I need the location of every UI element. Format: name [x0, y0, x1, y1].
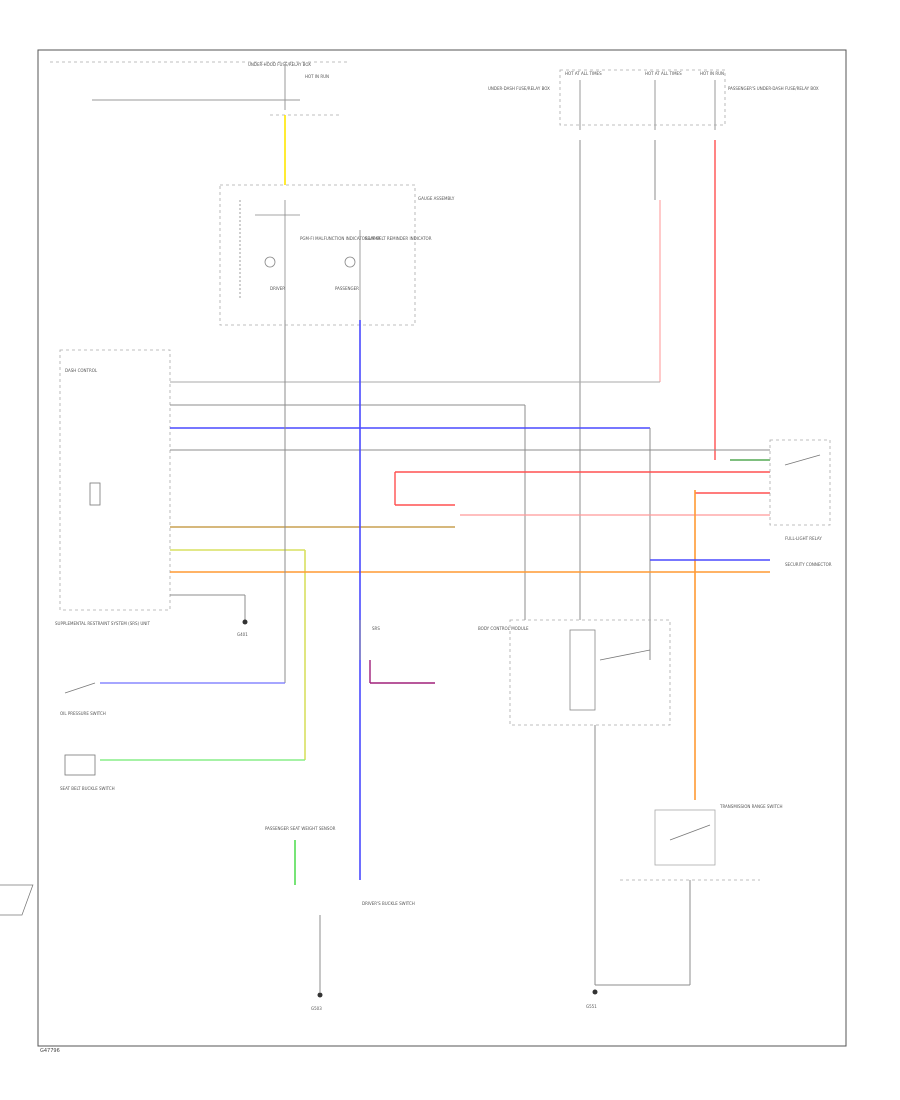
switch-lower-left-2	[64, 754, 96, 776]
diagram-frame	[37, 49, 847, 1047]
switch-lower-left-1	[64, 682, 96, 694]
label-bcm: BODY CONTROL MODULE	[478, 626, 529, 631]
trans-switch-arm	[669, 824, 711, 841]
label-gnd-mid: G503	[311, 1006, 322, 1011]
label-security-connector: SECURITY CONNECTOR	[785, 562, 832, 567]
lamp-passenger	[344, 256, 356, 268]
label-passenger-sensor: PASSENGER SEAT WEIGHT SENSOR	[265, 826, 336, 831]
ground-right	[592, 989, 598, 995]
label-gnd-left: G401	[237, 632, 248, 637]
footer-code: G47796	[40, 1048, 60, 1054]
seat-sensor-body	[0, 884, 34, 916]
ground-dash	[242, 619, 248, 625]
bcm-box	[509, 619, 671, 726]
label-passenger: PASSENGER	[335, 286, 359, 291]
trans-switch-box	[654, 809, 716, 866]
ground-mid	[317, 992, 323, 998]
label-srs-on: SRS	[372, 626, 380, 631]
label-buckle-sw: SEAT BELT BUCKLE SWITCH	[60, 786, 115, 791]
label-fuse-top: UNDER-HOOD FUSE/RELAY BOX	[248, 62, 311, 67]
label-srs-unit-full: SUPPLEMENTAL RESTRAINT SYSTEM (SRS) UNIT	[55, 621, 150, 626]
label-fuse-r1: HOT AT ALL TIMES	[565, 71, 602, 76]
label-gnd-right: G551	[586, 1004, 597, 1009]
bcm-inner	[569, 629, 596, 711]
lamp-driver	[264, 256, 276, 268]
label-driver-buckle: DRIVER'S BUCKLE SWITCH	[362, 901, 415, 906]
label-oil-pressure: OIL PRESSURE SWITCH	[60, 711, 106, 716]
right-switch-arm	[784, 454, 821, 466]
label-fuse-r1-desc: UNDER-DASH FUSE/RELAY BOX	[488, 86, 550, 91]
label-hot-in-run: HOT IN RUN	[305, 74, 329, 79]
label-fuse-r2: HOT AT ALL TIMES	[645, 71, 682, 76]
dash-control-box	[59, 349, 171, 611]
label-dash-control: DASH CONTROL	[65, 368, 98, 373]
label-indicator: PGM-FI MALFUNCTION INDICATOR LAMP	[300, 236, 380, 241]
gauge-assembly-box	[219, 184, 416, 326]
sensor-box	[89, 482, 101, 506]
label-gauge-assembly: GAUGE ASSEMBLY	[418, 196, 455, 201]
label-fuse-r3-desc: PASSENGER'S UNDER-DASH FUSE/RELAY BOX	[728, 86, 819, 91]
label-driver: DRIVER	[270, 286, 285, 291]
label-fuel-pump-relay: FULL-LIGHT RELAY	[785, 536, 822, 541]
bcm-relay	[599, 649, 651, 661]
label-fuse-r3: HOT IN RUN	[700, 71, 724, 76]
label-trans-switch: TRANSMISSION RANGE SWITCH	[719, 804, 783, 809]
label-seat-belt-ind: SEAT BELT REMINDER INDICATOR	[365, 236, 432, 241]
fuse-right-box	[559, 69, 726, 126]
right-switch-box	[769, 439, 831, 526]
